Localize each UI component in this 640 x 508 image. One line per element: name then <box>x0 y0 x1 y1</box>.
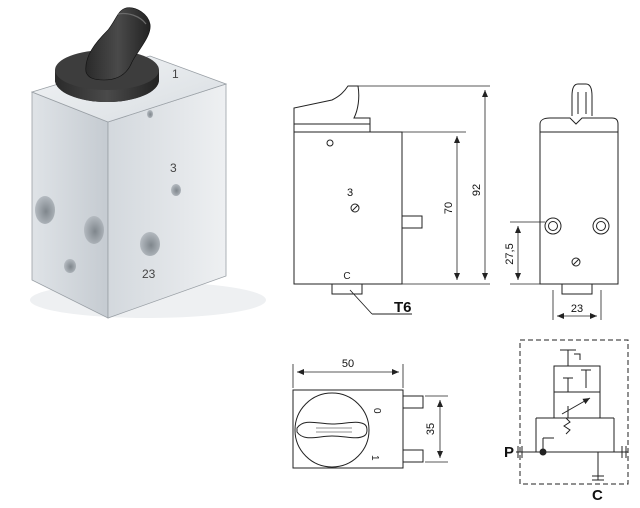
side-port-left <box>544 217 562 235</box>
schematic-port-p: P <box>504 444 514 461</box>
iso-right-face <box>107 83 227 319</box>
t6-leader <box>349 289 412 315</box>
thread-label: T6 <box>394 299 412 316</box>
dim-27-5-label: 27,5 <box>504 243 516 264</box>
iso-port-label-23: 23 <box>142 267 156 281</box>
valve-spring <box>563 417 571 435</box>
front-side-stub <box>401 215 423 229</box>
iso-knob-mark: 1 <box>172 67 179 81</box>
dim-35-label: 35 <box>425 423 437 435</box>
side-knob-stem <box>571 83 593 116</box>
knob-lever <box>85 7 151 81</box>
front-port-label: 3 <box>347 187 353 199</box>
front-knob-profile <box>293 85 371 133</box>
iso-pilot-hole <box>171 184 181 196</box>
side-small-hole <box>571 257 581 267</box>
side-bottom-stub <box>561 283 593 295</box>
dim-92-label: 92 <box>471 184 483 196</box>
iso-port-hole <box>140 232 160 256</box>
side-port-right <box>592 217 610 235</box>
top-position-0: 0 <box>371 408 382 414</box>
dim-27-5 <box>510 221 545 285</box>
dim-50-label: 50 <box>342 358 354 370</box>
iso-small-hole <box>147 110 153 118</box>
dim-23 <box>552 290 602 320</box>
actuator-detent <box>574 353 581 360</box>
iso-port-label-3: 3 <box>170 161 177 175</box>
front-pilot-slot <box>351 204 359 212</box>
front-view <box>293 85 423 295</box>
front-pilot-port <box>350 203 360 213</box>
valve-square-lower <box>553 391 601 419</box>
knob-highlight <box>117 12 147 25</box>
front-body <box>293 131 403 285</box>
iso-port-hole <box>84 216 104 244</box>
dim-92 <box>358 85 490 280</box>
pneumatic-schematic <box>516 339 629 485</box>
dim-70 <box>402 131 490 285</box>
side-port-right-inner <box>596 221 606 231</box>
side-body <box>539 131 619 285</box>
dim-23-label: 23 <box>571 303 583 315</box>
side-view <box>539 83 619 295</box>
dim-70-label: 70 <box>443 202 455 214</box>
dim-35 <box>425 395 448 463</box>
top-stub-upper <box>402 395 424 409</box>
valve-square-upper <box>553 365 601 393</box>
schematic-port-c: C <box>592 487 603 504</box>
front-small-hole <box>326 139 334 147</box>
top-view <box>292 389 424 469</box>
dim-50 <box>292 364 404 388</box>
front-bottom-stub <box>331 283 363 295</box>
front-bottom-mark: C <box>343 271 350 282</box>
top-position-1: 1 <box>369 455 380 461</box>
side-port-left-inner <box>548 221 558 231</box>
iso-screw-hole <box>64 259 76 273</box>
top-knob-lever <box>296 421 368 439</box>
isometric-view: 3 23 1 <box>30 7 266 319</box>
schematic-border <box>519 339 629 485</box>
iso-port-hole <box>35 196 55 224</box>
side-knob-base <box>539 117 619 133</box>
top-stub-lower <box>402 449 424 463</box>
